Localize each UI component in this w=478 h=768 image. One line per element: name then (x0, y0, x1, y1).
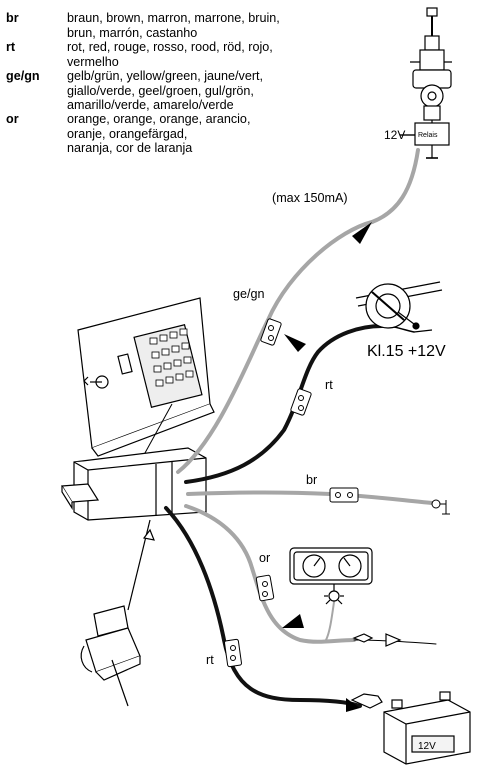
legend-code: br (6, 11, 19, 25)
connector-gegn (260, 318, 282, 346)
wire-label-gegn: ge/gn (233, 287, 265, 301)
wire-rt-top (184, 324, 384, 484)
arrow-gegn (352, 222, 372, 244)
max-current-label: (max 150mA) (272, 191, 348, 205)
legend-text: gelb/grün, yellow/green, jaune/vert, gia… (67, 69, 264, 113)
wire-br (186, 490, 434, 505)
arrow-or (282, 614, 304, 628)
wire-label-br: br (306, 473, 317, 487)
wire-label-rt-bottom: rt (206, 653, 214, 667)
wire-label-rt-top: rt (325, 378, 333, 392)
ignition-switch (355, 281, 443, 333)
wire-or (184, 504, 356, 644)
connector-br (329, 487, 450, 515)
radio-rear-panel (77, 297, 215, 457)
connector-pins (149, 328, 194, 387)
connector-rt-top (290, 388, 312, 416)
arrow-rt-bottom (346, 698, 360, 712)
relay-label: Relais (418, 132, 438, 139)
wire-or-branch (325, 601, 335, 641)
connector-rt-bottom (224, 638, 242, 668)
legend-text: orange, orange, orange, arancio, oranje,… (67, 112, 251, 156)
battery (350, 691, 471, 765)
wire-label-or: or (259, 551, 270, 565)
legend-text: braun, brown, marron, marrone, bruin, br… (67, 11, 280, 40)
wire-gegn-upper (370, 148, 420, 224)
legend-code: or (6, 112, 19, 126)
radio-unit (60, 447, 207, 521)
legend-code: ge/gn (6, 69, 40, 83)
car-phone (80, 519, 155, 707)
battery-voltage-label: 12V (418, 741, 436, 752)
antenna-voltage-label: 12V (384, 128, 405, 142)
arrow-rt-top (284, 334, 306, 352)
legend-code: rt (6, 40, 16, 54)
wire-rt-bottom (164, 506, 362, 708)
legend-text: rot, red, rouge, rosso, rood, röd, rojo,… (67, 40, 273, 69)
kl15-label: Kl.15 +12V (367, 343, 446, 360)
connector-or (255, 574, 275, 602)
power-antenna (400, 7, 452, 159)
wire-gegn (176, 220, 374, 474)
leader-line (139, 403, 173, 463)
dashboard-instrument-cluster (289, 547, 402, 647)
